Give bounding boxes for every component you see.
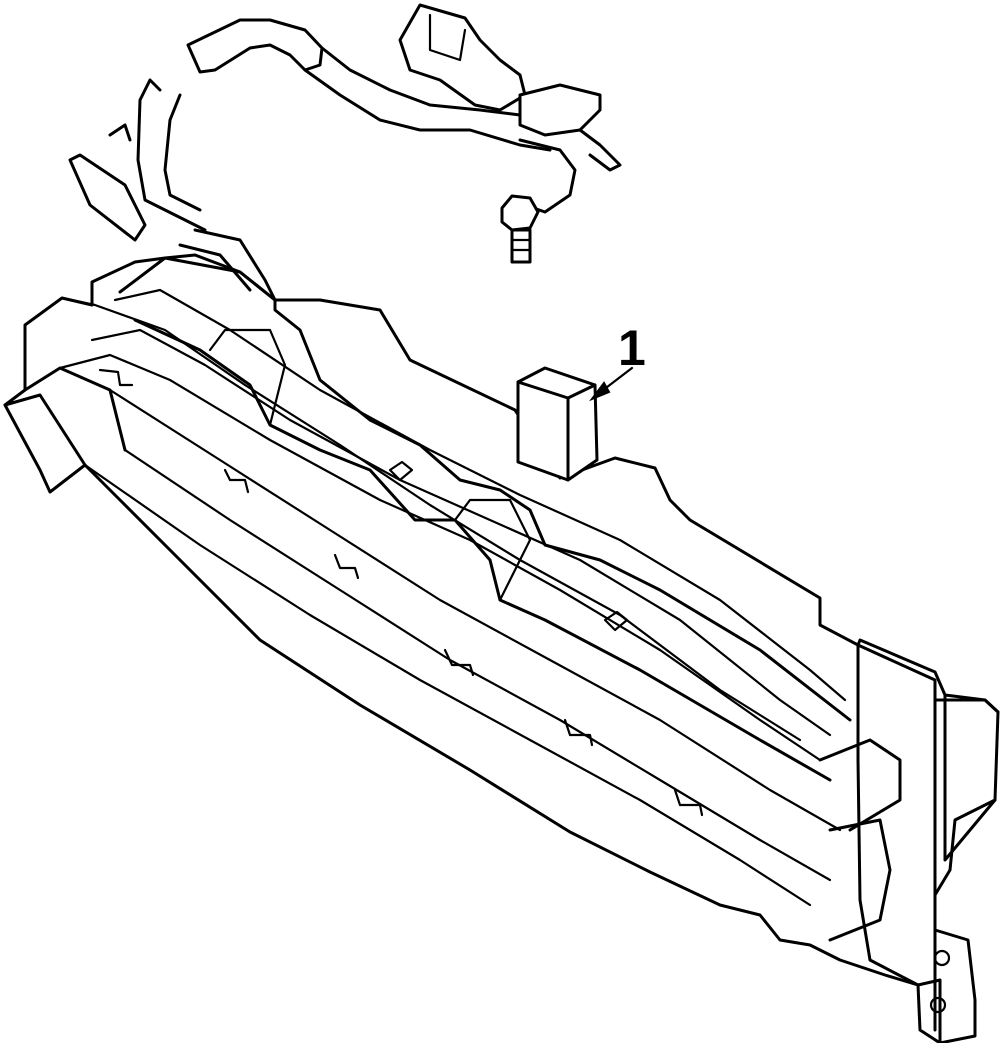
part-1-sensor	[516, 366, 599, 482]
callout-number: 1	[618, 320, 646, 376]
callout-1: 1	[589, 320, 646, 402]
bracket-assembly	[3, 253, 1000, 1043]
wiring-harness	[68, 3, 622, 302]
